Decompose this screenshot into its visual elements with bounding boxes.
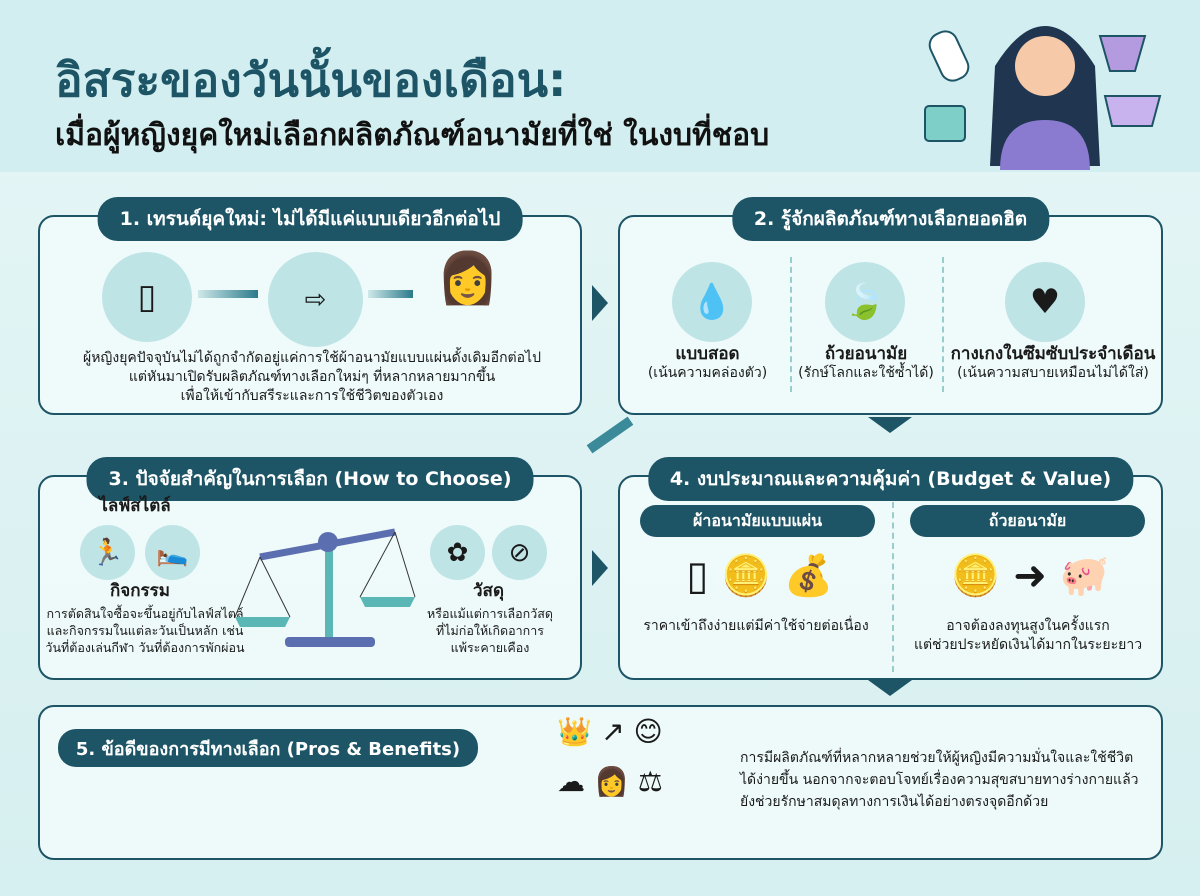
description-line: ผู้หญิงยุคปัจจุบันไม่ได้ถูกจำกัดอยู่แค่ก… [83, 350, 541, 366]
section-products: 2. รู้จักผลิตภัณฑ์ทางเลือกยอดฮิต 💧 🍃 ♥ แ… [618, 197, 1163, 415]
arrow-icon [368, 290, 413, 298]
flow-arrow-diagonal [586, 416, 634, 454]
activity-text: วันที่ต้องเล่นกีฬา วันที่ต้องการพักผ่อน [45, 640, 245, 655]
divider [790, 257, 792, 392]
section-benefits: 5. ข้อดีของการมีทางเลือก (Pros & Benefit… [38, 705, 1163, 860]
running-icon: 🏃 [80, 525, 135, 580]
period-underwear-icon: ♥ [1005, 262, 1085, 342]
woman-with-products-illustration [924, 26, 1162, 170]
pad-label: ผ้าอนามัยแบบแผ่น [640, 505, 875, 537]
product-variety-icon: ⇨ [268, 252, 363, 347]
menstrual-cup-icon: 🍃 [825, 262, 905, 342]
benefit-text: ยังช่วยรักษาสมดุลทางการเงินได้อย่างตรงจุ… [740, 794, 1049, 810]
activity-text: การตัดสินใจซื้อจะขึ้นอยู่กับไลฟ์สไตล์ [46, 606, 244, 621]
arrow-icon [198, 290, 258, 298]
page-subtitle: เมื่อผู้หญิงยุคใหม่เลือกผลิตภัณฑ์อนามัยท… [55, 118, 770, 153]
section-title: 2. รู้จักผลิตภัณฑ์ทางเลือกยอดฮิต [731, 197, 1050, 241]
page-title: อิสระของวันนั้นของเดือน: [55, 53, 567, 107]
flow-arrow-right [592, 285, 608, 321]
section-title: 5. ข้อดีของการมีทางเลือก (Pros & Benefit… [58, 729, 478, 767]
section-title: 4. งบประมาณและความคุ้มค่า (Budget & Valu… [647, 457, 1134, 501]
activity-label: กิจกรรม [109, 581, 170, 601]
no-irritation-icon: ⊘ [492, 525, 547, 580]
section-how-to-choose: 3. ปัจจัยสำคัญในการเลือก (How to Choose)… [38, 457, 582, 680]
flow-arrow-down [868, 680, 912, 696]
flow-arrow-down [868, 417, 912, 433]
divider [892, 502, 894, 672]
balance-scale-icon [234, 528, 416, 647]
material-text: แพ้ระคายเคือง [450, 640, 530, 655]
divider [942, 257, 944, 392]
product-tampon: แบบสอด(เน้นความคล่องตัว) [647, 344, 768, 382]
material-text: หรือแม้แต่การเลือกวัสดุ [426, 606, 553, 621]
description-line: เพื่อให้เข้ากับสรีระและการใช้ชีวิตของตัว… [180, 388, 444, 404]
cup-text: อาจต้องลงทุนสูงในครั้งแรก [946, 618, 1110, 634]
cup-label: ถ้วยอนามัย [910, 505, 1145, 537]
benefit-text: ได้ง่ายขึ้น นอกจากจะตอบโจทย์เรื่องความสุ… [740, 772, 1139, 788]
pad-and-coins-icon: ▯ 🪙 💰 [686, 553, 834, 599]
cup-text: แต่ช่วยประหยัดเงินได้มากในระยะยาว [913, 637, 1143, 653]
description-line: แต่หันมาเปิดรับผลิตภัณฑ์ทางเลือกใหม่ๆ ที… [128, 369, 496, 385]
benefit-text: การมีผลิตภัณฑ์ที่หลากหลายช่วยให้ผู้หญิงม… [740, 750, 1134, 766]
happy-woman-with-icons-illustration: 👑 ↗ 😊☁ 👩 ⚖ [557, 715, 663, 798]
section-trend: 1. เทรนด์ยุคใหม่: ไม่ได้มีแค่แบบเดียวอีก… [38, 197, 582, 415]
cotton-icon: ✿ [430, 525, 485, 580]
sanitary-pad-icon: ▯ [102, 252, 192, 342]
tampon-icon: 💧 [672, 262, 752, 342]
product-cup: ถ้วยอนามัย(รักษ์โลกและใช้ซ้ำได้) [798, 344, 934, 382]
pad-text: ราคาเข้าถึงง่ายแต่มีค่าใช้จ่ายต่อเนื่อง [643, 618, 869, 634]
product-underwear: กางเกงในซึมซับประจำเดือน(เน้นความสบายเหม… [950, 344, 1156, 382]
section-title: 1. เทรนด์ยุคใหม่: ไม่ได้มีแค่แบบเดียวอีก… [97, 197, 523, 241]
section-budget: 4. งบประมาณและความคุ้มค่า (Budget & Valu… [618, 457, 1163, 680]
material-text: ที่ไม่ก่อให้เกิดอาการ [436, 623, 544, 638]
material-label: วัสดุ [473, 581, 504, 601]
woman-with-phones-icon: 👩 [436, 249, 500, 307]
sleeping-icon: 🛌 [145, 525, 200, 580]
lifestyle-label: ไลฟ์สไตล์ [99, 496, 171, 516]
flow-arrow-right [592, 550, 608, 586]
section-title: 3. ปัจจัยสำคัญในการเลือก (How to Choose) [86, 457, 534, 501]
coin-to-piggy-bank-icon: 🪙 ➜ 🐖 [950, 553, 1110, 599]
activity-text: และกิจกรรมในแต่ละวันเป็นหลัก เช่น [46, 623, 244, 638]
